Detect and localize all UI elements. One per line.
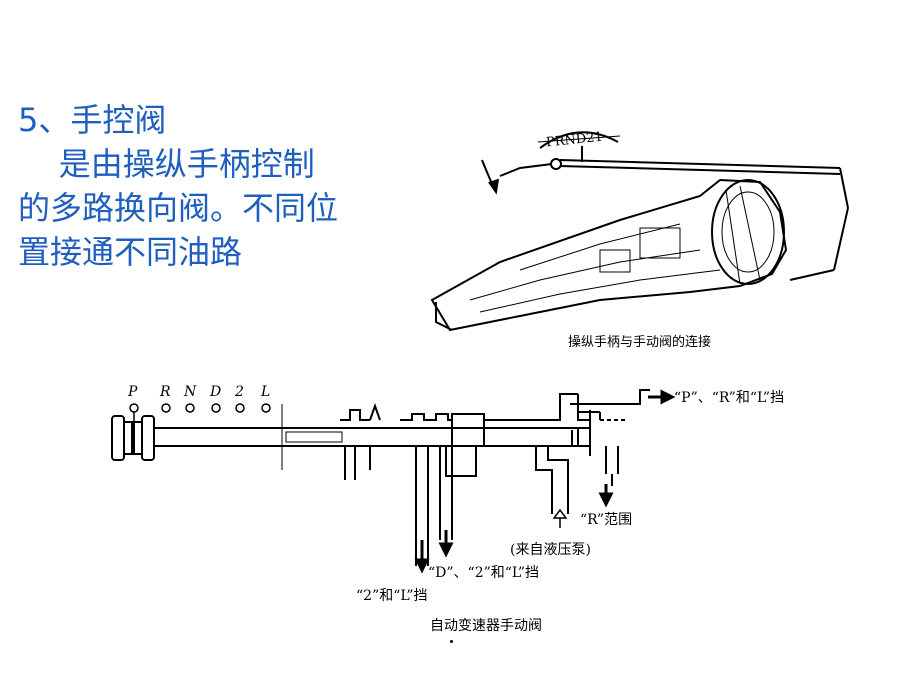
bottom-figure-caption: 自动变速器手动阀 [430, 618, 542, 634]
position-label-l: L [260, 384, 270, 400]
label-out-prl: “P”、“R”和“L”挡 [674, 390, 784, 406]
label-pump: (来自液压泵) [510, 542, 591, 558]
label-out-2l: “2”和“L”挡 [356, 588, 427, 604]
body-line-3: 置接通不同油路 [18, 233, 243, 271]
footer-dot [450, 640, 453, 643]
slide-body: 是由操纵手柄控制 的多路换向阀。不同位 置接通不同油路 [18, 142, 338, 274]
manual-valve-schematic [111, 389, 650, 566]
label-out-d2l: “D”、“2”和“L”挡 [428, 565, 539, 581]
flow-arrows [414, 389, 676, 574]
slide-heading: 5、手控阀 [18, 101, 167, 139]
position-label-n: N [183, 384, 197, 400]
position-label-d: D [209, 384, 221, 400]
position-label-r: R [159, 384, 171, 400]
label-r-range: “R”范围 [580, 511, 632, 528]
position-label-p: P [127, 384, 138, 400]
position-markers [129, 403, 271, 422]
body-line-1: 是由操纵手柄控制 [18, 145, 315, 183]
top-figure-caption: 操纵手柄与手动阀的连接 [568, 334, 711, 350]
dial-text: PRND21 [545, 130, 603, 151]
position-label-2: 2 [234, 384, 244, 400]
position-labels: P R N D 2 L [127, 384, 270, 400]
arrow-from-pump [552, 508, 568, 528]
linkage-illustration [430, 131, 849, 332]
body-line-2: 的多路换向阀。不同位 [18, 189, 339, 227]
